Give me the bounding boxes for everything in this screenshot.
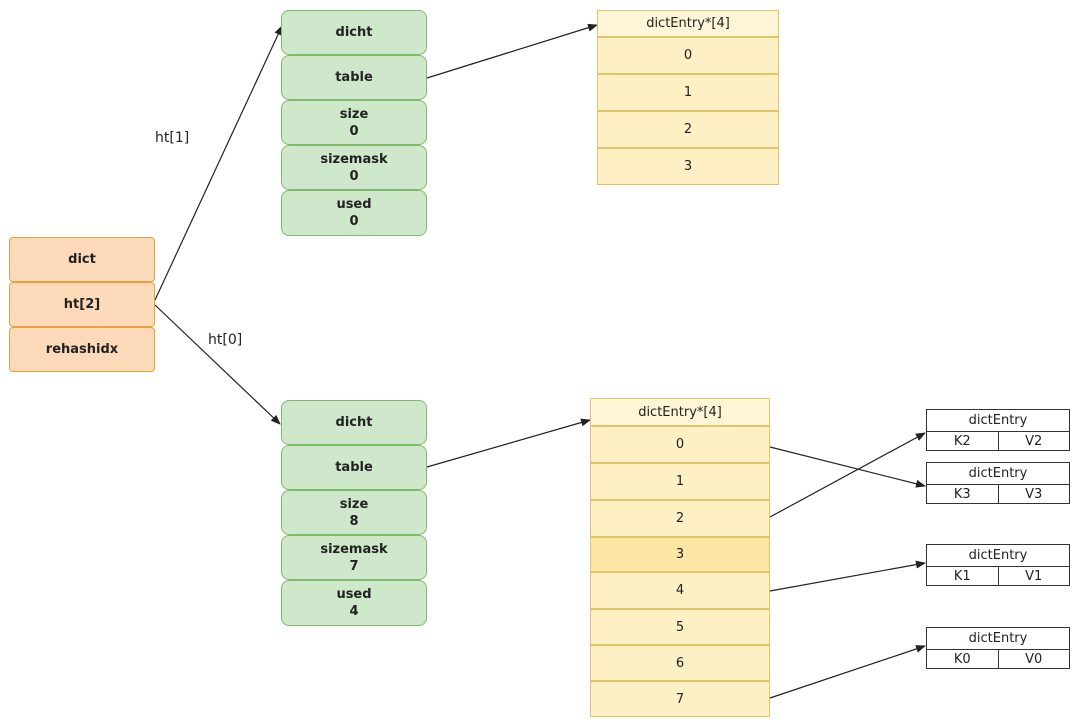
arrow-slot7-k0: [769, 645, 926, 699]
arrow-slot4-k1: [769, 560, 926, 592]
dict-entry-kv: K2 V2: [927, 432, 1069, 451]
ht0-array-header: dictEntry*[4]: [590, 398, 770, 426]
dict-entry-title: dictEntry: [927, 463, 1069, 485]
ht0-sizemask-label: sizemask: [320, 541, 388, 557]
arrow-slot2-k2: [769, 432, 926, 518]
ht1-size-label: size: [339, 106, 369, 122]
ht0-table-field: table: [281, 445, 427, 490]
ht0-array-slot: 3: [590, 537, 770, 572]
dict-entry-title: dictEntry: [927, 545, 1069, 567]
ht0-sizemask-value: 7: [349, 558, 359, 574]
ht0-sizemask-field: sizemask 7: [281, 535, 427, 580]
ht0-array-slot: 7: [590, 681, 770, 717]
dict-entry-value: V1: [1025, 569, 1043, 584]
label-ht1: ht[1]: [155, 130, 190, 146]
dict-entry-title: dictEntry: [927, 410, 1069, 432]
ht0-array-slot: 5: [590, 609, 770, 645]
ht0-dicht-header: dicht: [281, 400, 427, 445]
dict-entry-node: dictEntry K0 V0: [926, 627, 1070, 669]
dict-field-ht: ht[2]: [9, 282, 155, 327]
ht1-used-field: used 0: [281, 190, 427, 236]
ht0-array-slot: 6: [590, 645, 770, 681]
ht0-size-value: 8: [349, 513, 359, 529]
ht0-used-field: used 4: [281, 580, 427, 626]
dict-header: dict: [9, 237, 155, 282]
ht0-array-slot: 0: [590, 426, 770, 463]
dict-entry-node: dictEntry K1 V1: [926, 544, 1070, 586]
ht1-sizemask-field: sizemask 0: [281, 145, 427, 190]
ht0-used-label: used: [336, 587, 372, 602]
dict-entry-node: dictEntry K3 V3: [926, 462, 1070, 504]
ht0-used-value: 4: [349, 604, 359, 619]
ht0-size-label: size: [339, 496, 369, 512]
arrow-slot0-k3: [769, 446, 926, 488]
ht1-array-slot: 2: [597, 111, 779, 148]
dict-entry-value: V3: [1025, 487, 1043, 502]
dict-entry-title: dictEntry: [927, 628, 1069, 650]
dict-entry-value: V2: [1025, 434, 1043, 449]
ht1-dicht-header: dicht: [281, 10, 427, 55]
arrow-ht1-table: [426, 23, 598, 79]
ht1-array-slot: 3: [597, 148, 779, 185]
dict-entry-key: K0: [927, 650, 999, 669]
ht1-size-field: size 0: [281, 100, 427, 145]
dict-entry-key: K3: [927, 485, 999, 504]
dict-entry-value: V0: [1025, 652, 1043, 667]
ht0-array-slot: 4: [590, 572, 770, 609]
ht0-size-field: size 8: [281, 490, 427, 535]
ht1-array-slot: 1: [597, 74, 779, 111]
dict-field-rehashidx: rehashidx: [9, 327, 155, 372]
arrow-ht0: [154, 304, 281, 425]
ht1-sizemask-value: 0: [349, 168, 359, 184]
arrow-ht0-table: [426, 418, 591, 468]
ht0-array-slot: 2: [590, 500, 770, 537]
ht1-sizemask-label: sizemask: [320, 151, 388, 167]
dict-entry-key: K1: [927, 567, 999, 586]
dict-entry-key: K2: [927, 432, 999, 451]
dict-entry-kv: K1 V1: [927, 567, 1069, 586]
ht1-array-header: dictEntry*[4]: [597, 10, 779, 37]
label-ht0: ht[0]: [208, 332, 243, 348]
ht1-size-value: 0: [349, 123, 359, 139]
ht1-used-value: 0: [349, 214, 359, 229]
ht1-array-slot: 0: [597, 37, 779, 74]
dict-entry-kv: K3 V3: [927, 485, 1069, 504]
dict-entry-node: dictEntry K2 V2: [926, 409, 1070, 451]
arrow-ht1: [154, 25, 283, 301]
dict-entry-kv: K0 V0: [927, 650, 1069, 669]
ht0-array-slot: 1: [590, 463, 770, 500]
ht1-used-label: used: [336, 197, 372, 212]
ht1-table-field: table: [281, 55, 427, 100]
